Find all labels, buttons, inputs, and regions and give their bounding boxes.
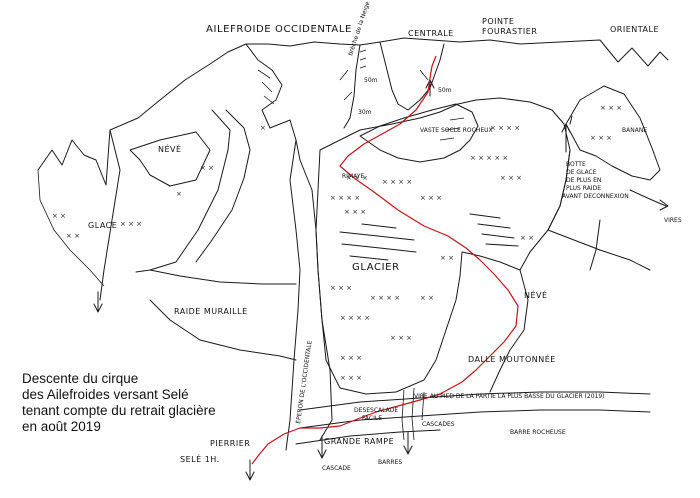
label-goulotte-3: DE PLUS EN	[566, 177, 601, 184]
label-centrale: CENTRALE	[408, 29, 454, 38]
crevasses	[339, 213, 519, 261]
ridge-line	[37, 37, 669, 186]
svg-text:× × ×: × × ×	[390, 334, 412, 342]
cascades-lines	[401, 387, 425, 441]
socle-shade	[439, 117, 465, 141]
svg-text:× ×: × ×	[420, 294, 434, 302]
label-barres: BARRES	[378, 459, 402, 466]
svg-text:× ×: × ×	[52, 212, 66, 220]
svg-text:×: ×	[260, 124, 266, 132]
caption-line-4: en août 2019	[22, 419, 101, 434]
centrale-couloir	[343, 41, 445, 129]
svg-text:× × ×: × × ×	[590, 134, 612, 142]
label-goulotte-5: AVANT DECONNEXION	[562, 193, 629, 200]
svg-text:× × ×: × × ×	[340, 354, 362, 362]
label-vires: VIRES	[664, 217, 682, 224]
svg-text:× ×: × ×	[440, 254, 454, 262]
svg-text:× × ×: × × ×	[500, 174, 522, 182]
label-goulotte-4: PLUS RAIDE	[566, 185, 601, 192]
left-face	[99, 129, 211, 301]
svg-text:× × ×: × × ×	[330, 284, 352, 292]
left-couloir	[135, 109, 251, 273]
centrale-walls	[339, 69, 429, 101]
svg-text:× × ×: × × ×	[340, 374, 362, 382]
caption-line-1: Descente du cirque	[22, 371, 139, 386]
caption: Descente du cirque des Ailefroides versa…	[22, 371, 322, 435]
label-desescalade-2: FACILE	[362, 415, 382, 422]
banane-outline	[565, 85, 661, 181]
barre-rocheuse	[295, 391, 651, 445]
occidentale-shade	[257, 69, 275, 105]
label-fourastier: FOURASTIER	[482, 27, 537, 36]
left-arrow	[93, 291, 103, 313]
label-desescalade-1: DESESCALADE	[354, 407, 398, 414]
label-glace: GLACE	[88, 221, 117, 230]
label-ailefroide-occidentale: AILEFROIDE OCCIDENTALE	[206, 24, 352, 35]
label-glacier: GLACIER	[352, 262, 400, 273]
label-vaste-socle: VASTE SOCLE ROCHEUX	[420, 127, 493, 134]
label-50m-a: 50m	[364, 77, 378, 84]
label-raide-muraille: RAIDE MURAILLE	[174, 307, 248, 316]
label-goulotte-2: DE GLACE	[566, 169, 597, 176]
label-cascade: CASCADE	[322, 465, 351, 472]
svg-text:× × × ×: × × × ×	[340, 314, 370, 322]
label-vire-pied: VIRE AU PIED DE LA PARTIE LA PLUS BASSE …	[414, 393, 605, 400]
svg-text:× × × × ×: × × × × ×	[470, 154, 508, 162]
goulotte-arrow	[561, 123, 571, 153]
label-sele: SELÉ 1H.	[180, 453, 220, 464]
descent-route	[251, 55, 519, 465]
label-rimaye: RIMAYE	[342, 173, 364, 180]
cascade-arrow	[317, 435, 327, 459]
svg-text:× × ×: × × ×	[344, 208, 366, 216]
glacier-outline	[315, 97, 571, 395]
sele-arrow	[245, 459, 255, 481]
svg-text:× × × ×: × × × ×	[370, 294, 400, 302]
occidentale-arete	[245, 43, 301, 161]
right-valley	[489, 229, 651, 393]
label-orientale: ORIENTALE	[610, 25, 659, 34]
svg-text:× ×: × ×	[66, 232, 80, 240]
svg-text:× × ×: × × ×	[120, 220, 142, 228]
label-grande-rampe: GRANDE RAMPE	[324, 437, 394, 446]
label-50m-b: 50m	[438, 87, 452, 94]
svg-text:×: ×	[176, 190, 182, 198]
label-pierrier: PIERRIER	[210, 439, 250, 448]
label-pointe: POINTE	[482, 17, 514, 26]
label-banane: BANANE	[622, 127, 647, 134]
label-cascades: CASCADES	[422, 421, 455, 428]
vires-arrow	[629, 189, 669, 211]
label-neve-right: NÉVÉ	[524, 289, 548, 300]
label-dalle: DALLE MOUTONNÉE	[468, 353, 556, 364]
label-goulotte-1: BOTTE	[566, 161, 586, 168]
svg-text:× × × ×: × × × ×	[382, 178, 412, 186]
label-neve-left: NÉVÉ	[158, 143, 182, 154]
left-spur	[37, 169, 105, 287]
label-30m: 30m	[358, 109, 372, 116]
svg-text:× × ×: × × ×	[420, 194, 442, 202]
breche-marks	[359, 49, 367, 69]
raide-muraille-edge	[149, 269, 297, 361]
scree-marks: × × × × × × × × × × × × × × × × × × × × …	[52, 104, 622, 382]
svg-text:× × ×: × × ×	[600, 104, 622, 112]
svg-text:× × ×: × × ×	[346, 174, 368, 182]
svg-text:× × × ×: × × × ×	[330, 194, 360, 202]
cascades-arrow	[403, 431, 413, 455]
svg-text:× × × ×: × × × ×	[490, 124, 520, 132]
svg-text:× ×: × ×	[200, 164, 214, 172]
caption-line-3: tenant compte du retrait glacière	[22, 403, 216, 418]
goulotte-line	[547, 115, 601, 271]
label-barre-rocheuse: BARRE ROCHEUSE	[510, 429, 566, 436]
caption-line-2: des Ailefroides versant Selé	[22, 387, 189, 402]
svg-text:× ×: × ×	[520, 234, 534, 242]
